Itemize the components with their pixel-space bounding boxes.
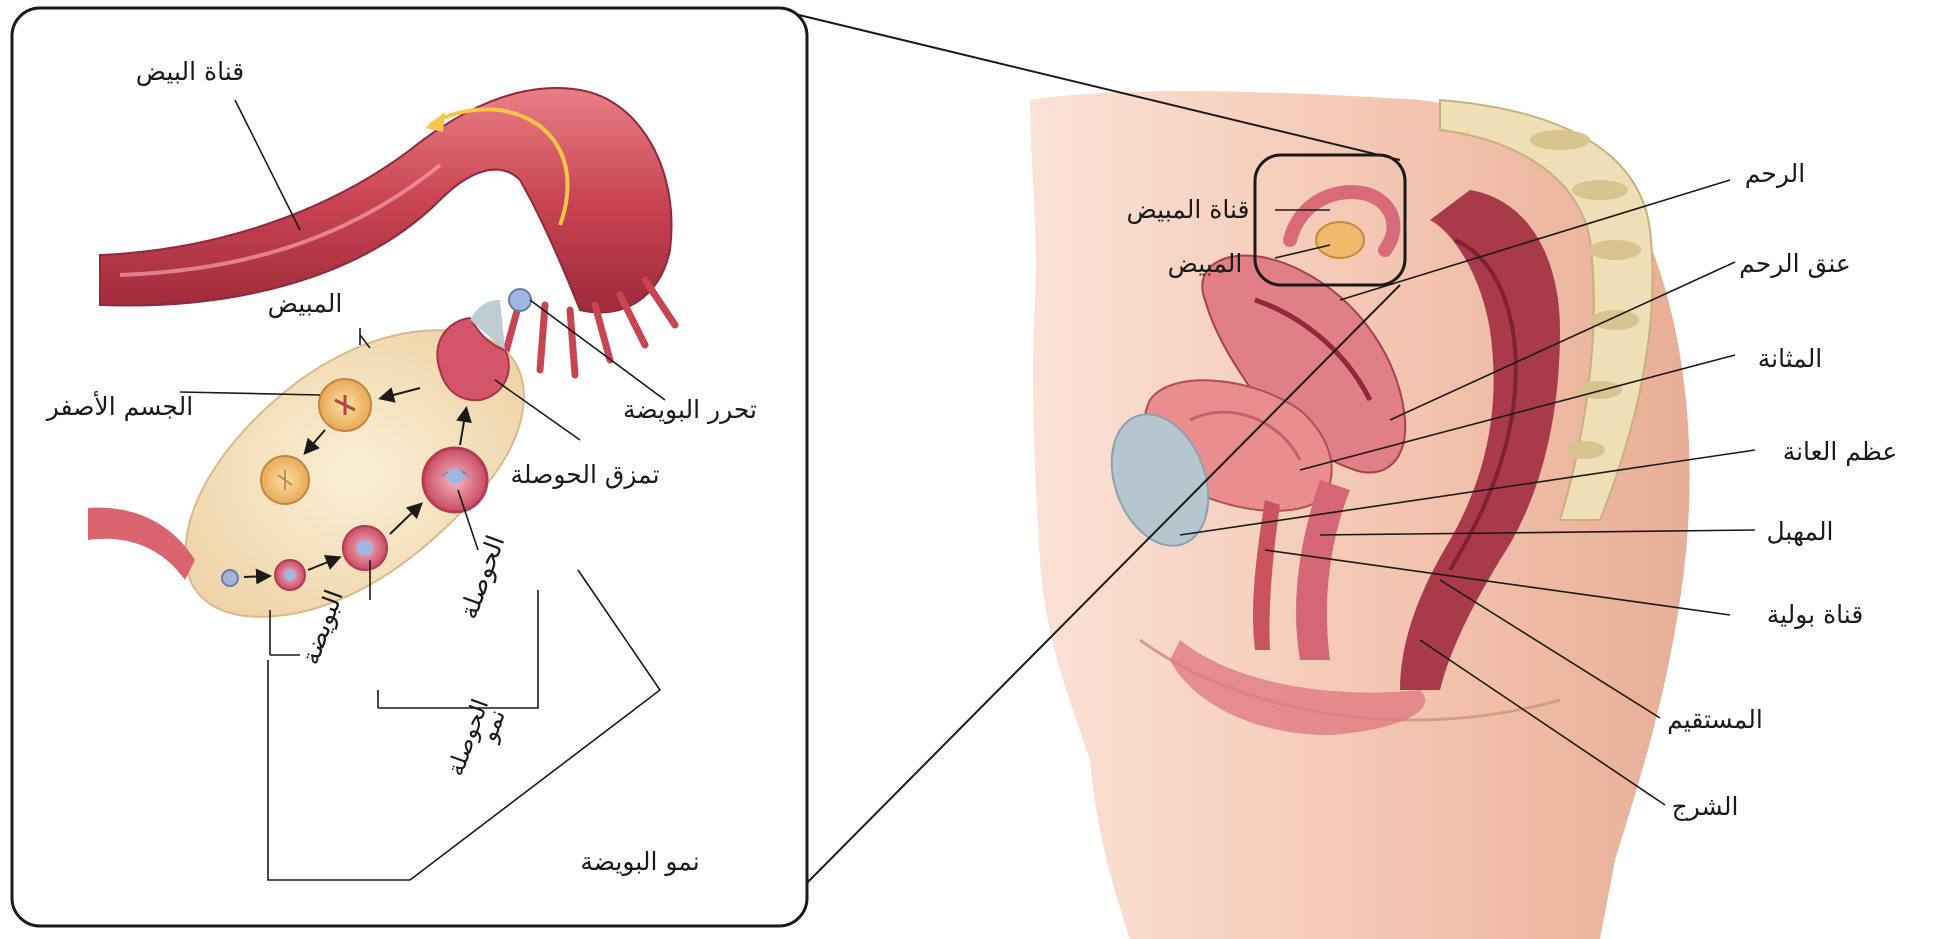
label-pubic-bone: عظم العانة [1783,437,1898,467]
label-rectum: المستقيم [1667,705,1763,735]
released-egg [509,289,531,311]
label-cervix: عنق الرحم [1739,249,1851,279]
label-egg-development: نمو البويضة [580,847,699,876]
label-ovulation: تحرر البويضة [623,395,757,424]
label-inset-ovary: المبيض [268,289,343,318]
label-corpus-luteum: الجسم الأصفر [45,390,193,422]
main-ovary-shape [1316,222,1364,258]
label-main-oviduct: قناة المبيض [1127,195,1250,224]
label-ruptured-follicle: تمزق الحوصلة [510,460,659,489]
label-urethra: قناة بولية [1767,600,1864,629]
label-main-ovary: المبيض [1168,249,1243,278]
label-uterus: الرحم [1745,159,1805,189]
egg-stage-1 [222,570,238,586]
label-vagina: المهبل [1766,517,1833,547]
label-anus: الشرج [1672,792,1739,822]
label-inset-oviduct: قناة البيض [136,57,244,86]
label-bladder: المثانة [1758,344,1823,373]
